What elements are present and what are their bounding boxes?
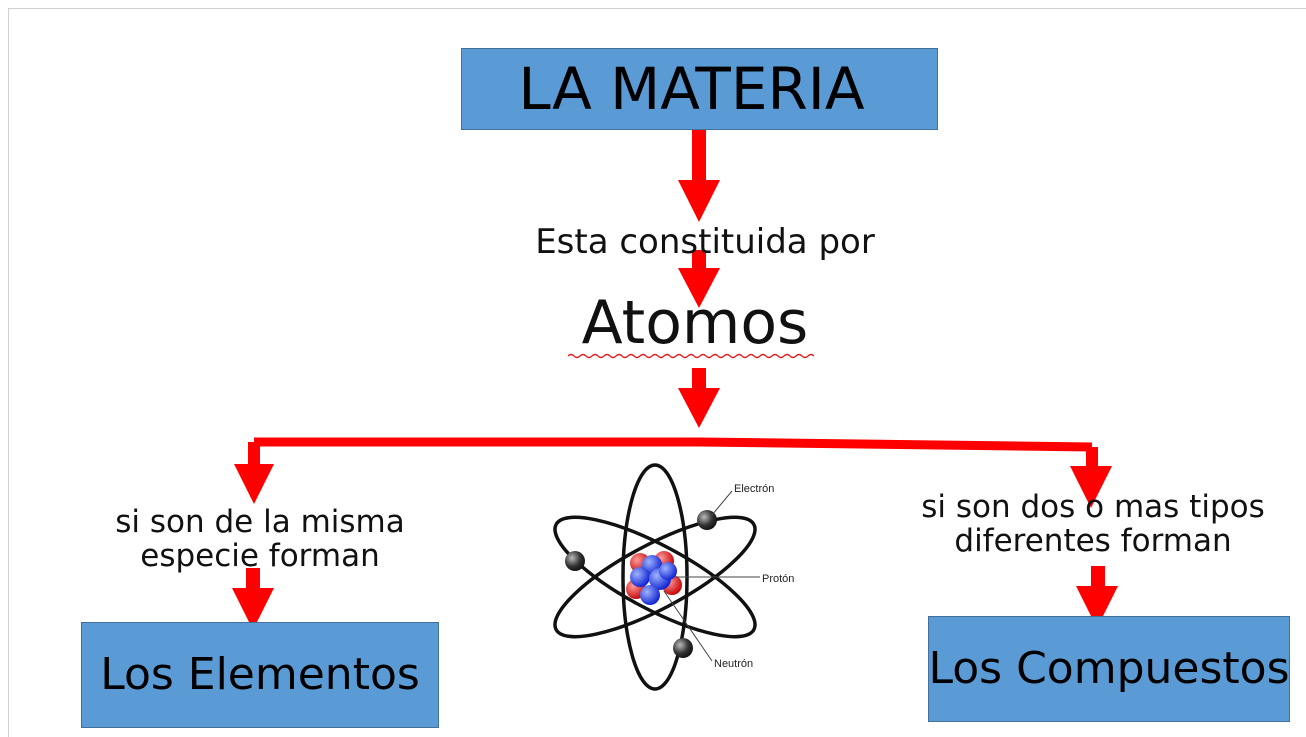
spellcheck-underline xyxy=(567,353,815,359)
atom-label-leaders xyxy=(663,490,760,662)
left-link-line-1: si son de la misma xyxy=(115,504,405,540)
neutron-label: Neutrón xyxy=(714,658,753,670)
proton-label: Protón xyxy=(762,573,794,585)
arrow-branch-right xyxy=(1070,447,1112,508)
right-link-line-1: si son dos o mas tipos xyxy=(921,489,1265,525)
left-link-label: si son de la misma especie forman xyxy=(90,505,430,573)
elementos-node-label: Los Elementos xyxy=(100,649,420,700)
atomos-node-label: Atomos xyxy=(581,288,809,358)
electron-label: Electrón xyxy=(734,483,774,495)
branch-line xyxy=(254,437,1093,452)
compuestos-node-label: Los Compuestos xyxy=(928,643,1290,694)
atom-nucleus xyxy=(626,551,682,605)
root-node-box: LA MATERIA xyxy=(461,48,938,130)
arrow-root-down xyxy=(678,129,720,222)
arrow-left-to-elementos xyxy=(232,568,274,630)
elementos-node-box: Los Elementos xyxy=(81,622,439,728)
compuestos-node-box: Los Compuestos xyxy=(928,616,1290,722)
arrow-branch-left xyxy=(234,442,274,504)
root-node-label: LA MATERIA xyxy=(518,55,865,123)
right-link-line-2: diferentes forman xyxy=(954,523,1232,559)
atom-illustration: Electrón Protón Neutrón xyxy=(553,463,794,691)
left-link-line-2: especie forman xyxy=(140,538,380,574)
arrow-atomos-down xyxy=(678,368,720,428)
right-link-label: si son dos o mas tipos diferentes forman xyxy=(895,490,1291,558)
arrow-link-down xyxy=(678,250,720,308)
link-label-constituida: Esta constituida por xyxy=(535,222,875,262)
arrow-right-to-compuestos xyxy=(1076,566,1118,628)
